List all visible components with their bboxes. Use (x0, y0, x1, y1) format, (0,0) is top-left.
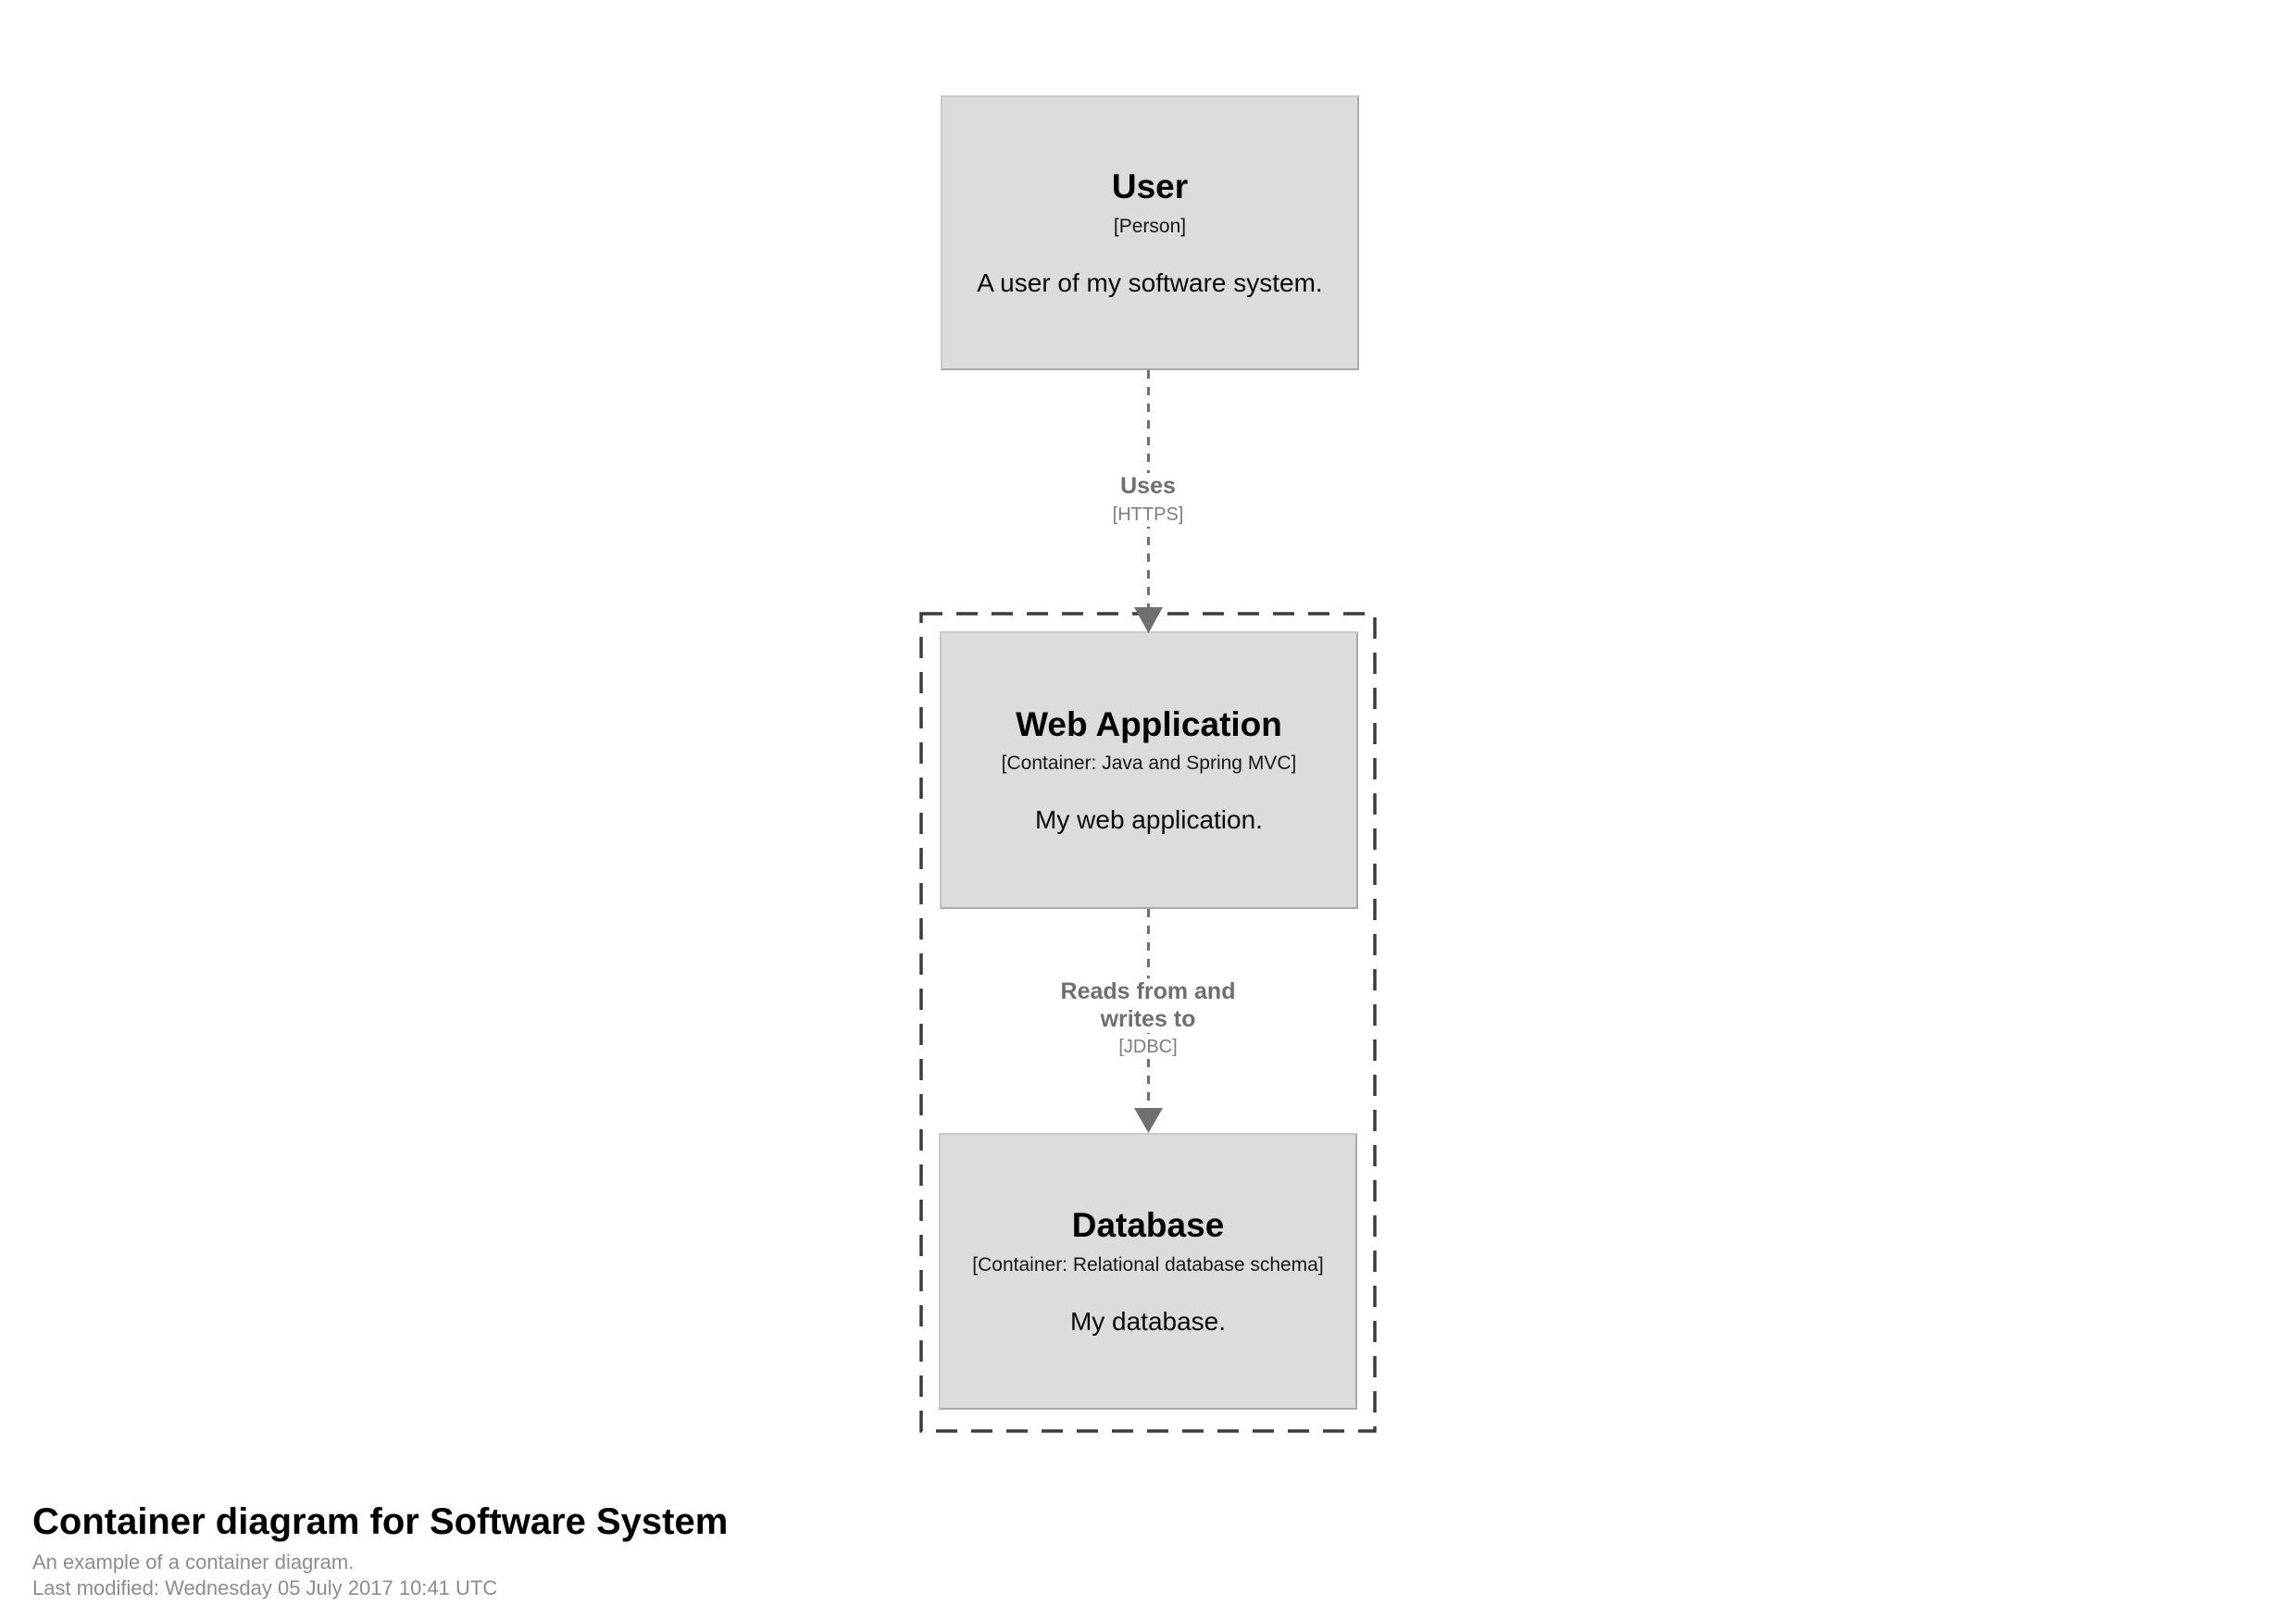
relationship-webapp-database-label-line2: writes to (1091, 1005, 1205, 1033)
diagram-footer: Container diagram for Software System An… (32, 1500, 728, 1601)
diagram-title: Container diagram for Software System (32, 1501, 729, 1542)
diagram-subtitle: An example of a container diagram. (32, 1550, 355, 1574)
relationship-user-webapp-label: Uses (1111, 473, 1185, 501)
node-user-name: User (1111, 168, 1189, 206)
relationship-webapp-database-technology: [JDBC] (1111, 1035, 1185, 1059)
node-user-description: A user of my software system. (977, 268, 1323, 297)
arrowhead-webapp-database (1134, 1108, 1163, 1133)
node-web-application-meta: [Container: Java and Spring MVC] (1001, 753, 1297, 775)
relationship-webapp-database-label-group: Reads from and writes to [JDBC] (1051, 978, 1245, 1059)
diagram-last-modified: Last modified: Wednesday 05 July 2017 10… (32, 1576, 498, 1599)
node-database-name: Database (1071, 1206, 1225, 1245)
arrowhead-user-webapp (1134, 607, 1163, 633)
node-database-meta: [Container: Relational database schema] (972, 1253, 1324, 1276)
node-web-application-description: My web application. (1035, 805, 1263, 835)
node-user-meta: [Person] (1113, 215, 1187, 237)
node-database-description: My database. (1069, 1306, 1227, 1336)
node-database[interactable]: Database [Container: Relational database… (939, 1133, 1357, 1410)
relationship-webapp-database-label-line1: Reads from and (1051, 978, 1245, 1006)
relationship-user-webapp-label-group: Uses [HTTPS] (1104, 473, 1192, 527)
node-web-application[interactable]: Web Application [Container: Java and Spr… (940, 631, 1358, 909)
relationship-user-webapp-technology: [HTTPS] (1104, 502, 1192, 527)
node-user[interactable]: User [Person] A user of my software syst… (941, 95, 1359, 370)
node-web-application-name: Web Application (1016, 704, 1282, 743)
